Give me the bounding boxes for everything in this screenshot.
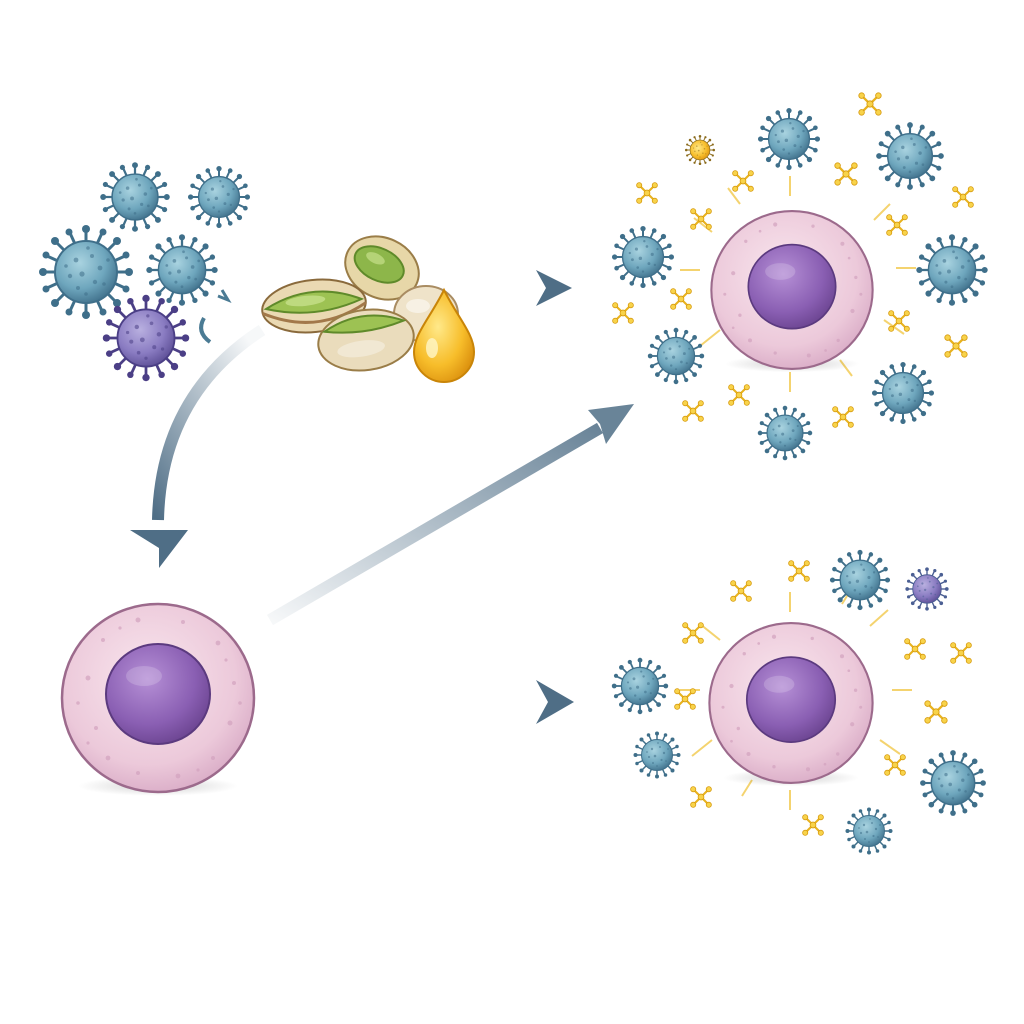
activated-cell-top — [610, 91, 989, 462]
cytokine-icon — [681, 399, 705, 423]
activated-immune-cell — [710, 209, 874, 374]
virus-icon — [756, 106, 822, 172]
virus-icon — [101, 293, 191, 383]
virus-icon — [904, 566, 950, 612]
pistachio-icon — [344, 235, 420, 301]
virus-icon — [844, 806, 894, 856]
virus-icon — [646, 326, 706, 386]
arrow-cell-to-activated-bottom — [268, 680, 574, 724]
cytokine-icon — [801, 813, 825, 837]
pistachio-and-oil — [261, 235, 476, 383]
cytokine-icon — [729, 579, 753, 603]
virus-icon — [145, 233, 219, 307]
cytokine-icon — [885, 213, 909, 237]
cytokine-icon — [903, 637, 927, 661]
virus-icon — [919, 749, 987, 817]
virus-icon — [915, 233, 989, 307]
cytokine-icon — [673, 687, 697, 711]
oil-drop-icon — [412, 287, 476, 383]
cytokine-icon — [731, 169, 755, 193]
arrow-cell-to-activated-top — [266, 404, 634, 626]
virus-fragment-icon — [199, 317, 212, 344]
cytokine-icon — [951, 185, 975, 209]
cytokine-icon — [727, 383, 751, 407]
cytokine-icon — [943, 333, 969, 359]
virus-cluster — [37, 161, 252, 383]
activated-immune-cell — [708, 622, 874, 788]
cytokine-icon — [831, 405, 855, 429]
cytokine-icon — [689, 785, 713, 809]
resting-immune-cell — [60, 602, 256, 798]
arrow-food-to-activated-top — [440, 270, 572, 306]
cytokine-icon — [923, 699, 949, 725]
virus-icon — [99, 161, 171, 233]
virus-icon — [610, 224, 676, 290]
virus-icon — [756, 404, 814, 462]
virus-fragment-icon — [217, 289, 232, 304]
arrow-curve-virus-to-cell — [130, 324, 266, 568]
virus-icon — [632, 730, 682, 780]
virus-icon — [875, 121, 945, 191]
activated-cell-bottom — [610, 548, 987, 856]
virus-icon — [186, 164, 252, 230]
virus-icon — [870, 360, 936, 426]
cytokine-icon — [635, 181, 659, 205]
virus-icon — [684, 134, 716, 166]
virus-icon — [828, 548, 892, 612]
cytokine-icon — [949, 641, 973, 665]
cytokine-icon — [669, 287, 693, 311]
cytokine-icon — [887, 309, 911, 333]
cytokine-icon — [857, 91, 883, 117]
signal-rays — [680, 587, 912, 810]
cytokine-icon — [611, 301, 635, 325]
virus-icon — [610, 656, 670, 716]
virus-icon — [37, 223, 135, 321]
cytokine-icon — [787, 559, 811, 583]
pistachio-icon — [317, 308, 415, 372]
cytokine-icon — [681, 621, 705, 645]
cytokine-icon — [883, 753, 907, 777]
cytokine-icon — [833, 161, 859, 187]
